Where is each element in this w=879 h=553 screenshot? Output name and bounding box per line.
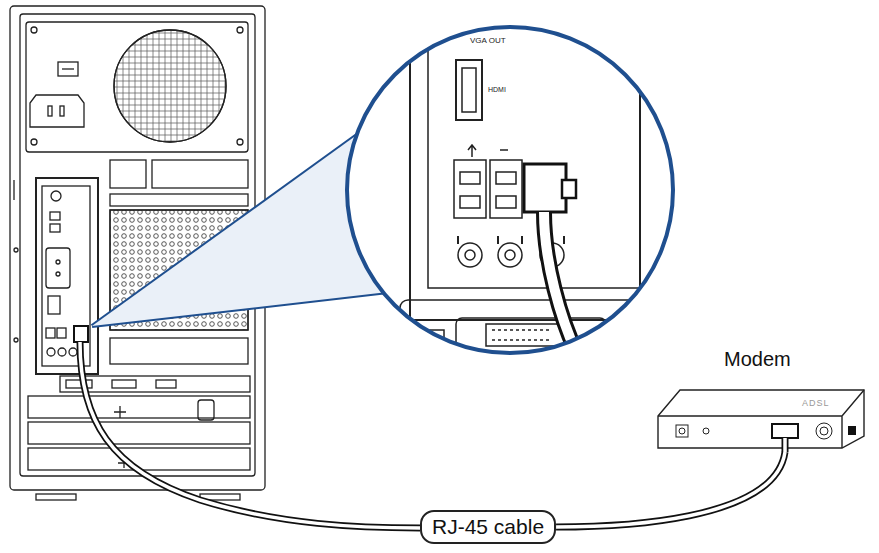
cable-label: RJ-45 cable bbox=[420, 510, 556, 544]
modem-device: Modem bbox=[652, 348, 872, 452]
device-name: Modem bbox=[724, 348, 791, 371]
cable-stroke bbox=[556, 452, 785, 527]
cable-connector bbox=[556, 452, 785, 527]
port-label: HDMI bbox=[488, 86, 506, 93]
cable-name: RJ-45 cable bbox=[432, 515, 544, 539]
port-label: VGA OUT bbox=[470, 36, 506, 45]
brand-label: ADSL bbox=[802, 398, 830, 408]
cable-stroke bbox=[556, 452, 785, 527]
